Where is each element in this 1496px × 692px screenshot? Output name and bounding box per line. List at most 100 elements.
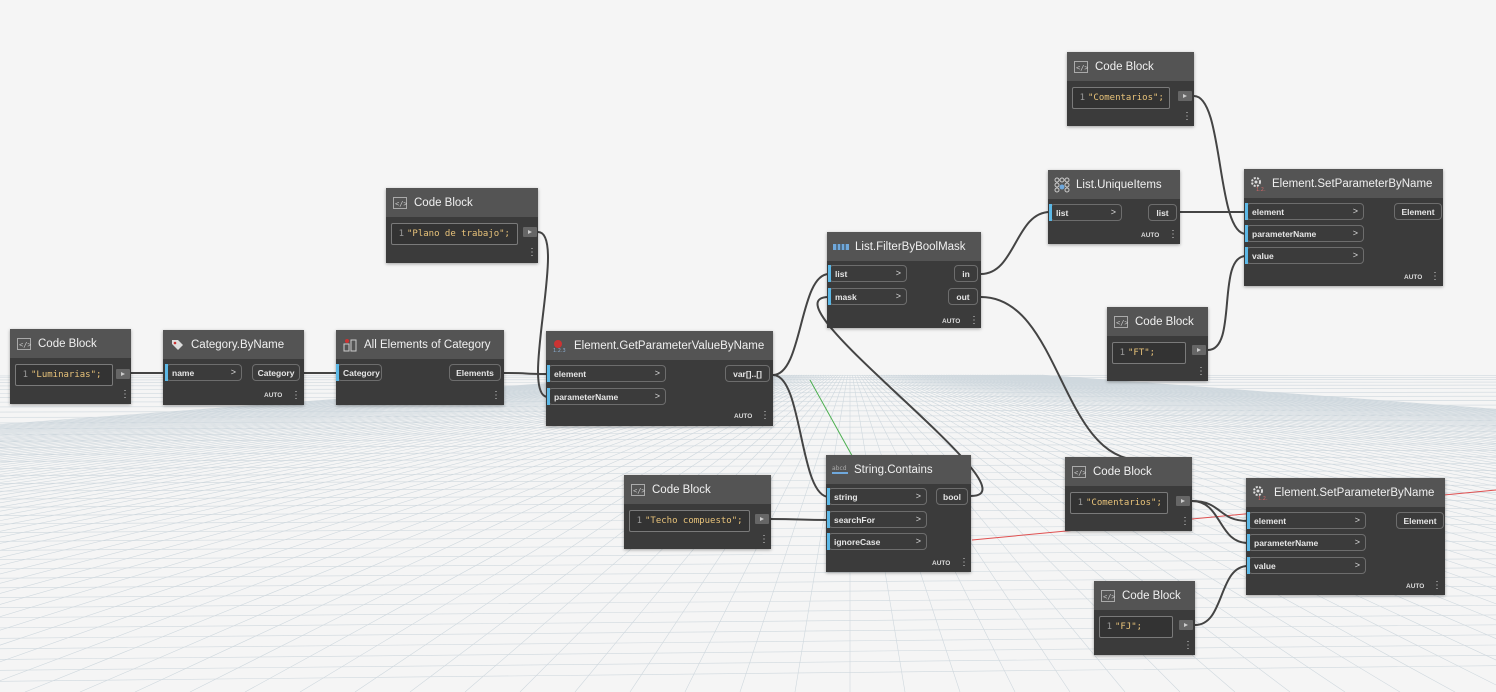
string-icon: abcd — [832, 462, 848, 478]
all-elements-of-category-node[interactable]: All Elements of Category Category Elemen… — [336, 330, 504, 405]
input-port-value[interactable]: value> — [1245, 247, 1364, 264]
output-port-elements[interactable]: Elements — [449, 364, 501, 381]
more-options-icon[interactable]: ⋮ — [291, 390, 301, 401]
lacing-label[interactable]: AUTO — [264, 392, 283, 399]
input-port-element[interactable]: element> — [547, 365, 666, 382]
code-block-node[interactable]: </>Code Block 1"Techo compuesto"; ⋮ — [624, 475, 771, 549]
code-text: "Comentarios"; — [1086, 498, 1162, 508]
input-port-string[interactable]: string> — [827, 488, 927, 505]
code-block-node[interactable]: </>Code Block 1"Plano de trabajo"; ⋮ — [386, 188, 538, 263]
lacing-label[interactable]: AUTO — [1406, 583, 1425, 590]
output-port-element[interactable]: Element — [1396, 512, 1444, 529]
code-editor[interactable]: 1"Comentarios"; — [1070, 492, 1168, 514]
input-port-value[interactable]: value> — [1247, 557, 1366, 574]
output-port[interactable] — [116, 369, 130, 379]
category-by-name-node[interactable]: Category.ByName name> Category AUTO ⋮ — [163, 330, 304, 405]
node-title: Code Block — [38, 337, 97, 350]
input-port-element[interactable]: element> — [1247, 512, 1366, 529]
output-port-bool[interactable]: bool — [936, 488, 968, 505]
code-block-icon: </> — [392, 195, 408, 211]
unique-items-node[interactable]: List.UniqueItems list> list AUTO ⋮ — [1048, 170, 1180, 244]
more-options-icon[interactable]: ⋮ — [491, 390, 501, 401]
node-title: Code Block — [652, 483, 711, 496]
code-editor[interactable]: 1"Techo compuesto"; — [629, 510, 750, 532]
input-port-search-for[interactable]: searchFor> — [827, 511, 927, 528]
parameter-query-icon: 1.2.3 — [552, 338, 568, 354]
more-options-icon[interactable]: ⋮ — [759, 534, 769, 545]
output-port[interactable] — [1176, 496, 1190, 506]
input-port-parameter-name[interactable]: parameterName> — [1245, 225, 1364, 242]
code-text: "Comentarios"; — [1088, 93, 1164, 103]
svg-text:1.2.3: 1.2.3 — [1258, 496, 1268, 501]
svg-text:</>: </> — [1074, 469, 1086, 477]
node-title: Element.SetParameterByName — [1274, 486, 1435, 499]
lacing-label[interactable]: AUTO — [932, 560, 951, 567]
code-text: "Plano de trabajo"; — [407, 229, 510, 239]
more-options-icon[interactable]: ⋮ — [1430, 271, 1440, 282]
input-port-ignore-case[interactable]: ignoreCase> — [827, 533, 927, 550]
get-parameter-value-node[interactable]: 1.2.3 Element.GetParameterValueByName ele… — [546, 331, 773, 426]
output-port-var[interactable]: var[]..[] — [725, 365, 770, 382]
code-editor[interactable]: 1"Luminarias"; — [15, 364, 113, 386]
output-port[interactable] — [755, 514, 769, 524]
node-title: List.FilterByBoolMask — [855, 240, 966, 253]
more-options-icon[interactable]: ⋮ — [1180, 516, 1190, 527]
set-parameter-by-name-node[interactable]: 1.2.3 Element.SetParameterByName element>… — [1244, 169, 1443, 286]
code-block-node[interactable]: </>Code Block 1"FT"; ⋮ — [1107, 307, 1208, 381]
code-text: "Luminarias"; — [31, 370, 102, 380]
more-options-icon[interactable]: ⋮ — [1183, 640, 1193, 651]
svg-text:1.2.3: 1.2.3 — [1256, 187, 1266, 192]
more-options-icon[interactable]: ⋮ — [1432, 580, 1442, 591]
code-block-node[interactable]: </>Code Block 1"Luminarias"; ⋮ — [10, 329, 131, 404]
output-port-category[interactable]: Category — [252, 364, 300, 381]
output-port[interactable] — [1178, 91, 1192, 101]
list-filter-icon — [833, 239, 849, 255]
output-port[interactable] — [523, 227, 537, 237]
node-title: Code Block — [1093, 465, 1152, 478]
more-options-icon[interactable]: ⋮ — [1182, 111, 1192, 122]
more-options-icon[interactable]: ⋮ — [760, 410, 770, 421]
svg-text:</>: </> — [395, 200, 407, 208]
lacing-label[interactable]: AUTO — [734, 413, 753, 420]
set-parameter-by-name-node[interactable]: 1.2.3 Element.SetParameterByName element>… — [1246, 478, 1445, 595]
more-options-icon[interactable]: ⋮ — [1168, 229, 1178, 240]
lacing-label[interactable]: AUTO — [1141, 232, 1160, 239]
input-port-list[interactable]: list> — [1049, 204, 1122, 221]
more-options-icon[interactable]: ⋮ — [120, 389, 130, 400]
more-options-icon[interactable]: ⋮ — [527, 247, 537, 258]
filter-by-bool-mask-node[interactable]: List.FilterByBoolMask list> mask> in out… — [827, 232, 981, 328]
input-port-mask[interactable]: mask> — [828, 288, 907, 305]
input-port-category[interactable]: Category — [336, 364, 382, 381]
input-port-name[interactable]: name> — [165, 364, 242, 381]
svg-text:1.2.3: 1.2.3 — [553, 348, 566, 353]
output-port-out[interactable]: out — [948, 288, 978, 305]
code-editor[interactable]: 1"Comentarios"; — [1072, 87, 1170, 109]
node-title: Element.GetParameterValueByName — [574, 339, 765, 352]
code-editor[interactable]: 1"FJ"; — [1099, 616, 1173, 638]
code-editor[interactable]: 1"Plano de trabajo"; — [391, 223, 518, 245]
code-block-node[interactable]: </> Code Block 1"Comentarios"; ⋮ — [1065, 457, 1192, 531]
output-port-in[interactable]: in — [954, 265, 978, 282]
input-port-element[interactable]: element> — [1245, 203, 1364, 220]
output-port[interactable] — [1179, 620, 1193, 630]
lacing-label[interactable]: AUTO — [1404, 274, 1423, 281]
code-block-node[interactable]: </>Code Block 1"FJ"; ⋮ — [1094, 581, 1195, 655]
lacing-label[interactable]: AUTO — [942, 318, 961, 325]
code-editor[interactable]: 1"FT"; — [1112, 342, 1186, 364]
code-block-node[interactable]: </>Code Block 1"Comentarios"; ⋮ — [1067, 52, 1194, 126]
input-port-list[interactable]: list> — [828, 265, 907, 282]
more-options-icon[interactable]: ⋮ — [969, 315, 979, 326]
output-port[interactable] — [1192, 345, 1206, 355]
svg-text:</>: </> — [1103, 593, 1115, 601]
output-port-list[interactable]: list — [1148, 204, 1177, 221]
more-options-icon[interactable]: ⋮ — [959, 557, 969, 568]
node-title: Element.SetParameterByName — [1272, 177, 1433, 190]
input-port-parameter-name[interactable]: parameterName> — [1247, 534, 1366, 551]
more-options-icon[interactable]: ⋮ — [1196, 366, 1206, 377]
output-port-element[interactable]: Element — [1394, 203, 1442, 220]
node-title: Code Block — [1135, 315, 1194, 328]
input-port-parameter-name[interactable]: parameterName> — [547, 388, 666, 405]
